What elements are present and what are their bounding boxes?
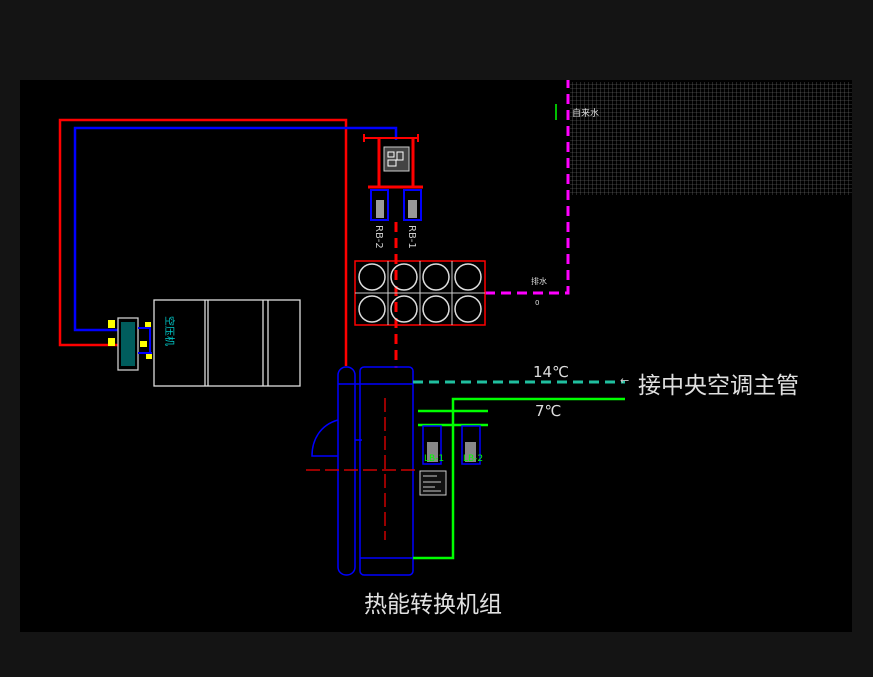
heat-conversion-unit [311, 366, 414, 576]
rb1-label: RB-1 [406, 225, 417, 249]
main-pipe-label: 接中央空调主管 [638, 373, 799, 399]
unit-name-label: 热能转换机组 [364, 592, 502, 618]
pump-manifold-green [418, 409, 488, 427]
tank-cluster [354, 260, 486, 326]
center-line [306, 398, 420, 540]
pump-rb2 [370, 189, 389, 221]
supply-pipe [413, 397, 625, 560]
rb2-label: RB-2 [373, 225, 384, 249]
drain-mark: 0 [535, 299, 539, 307]
hatched-area [570, 82, 852, 195]
hatched-area-label: 自来水 [572, 107, 599, 119]
pumps-lb [422, 425, 481, 465]
lb1-label: LB-1 [424, 454, 444, 464]
pump-manifold [363, 134, 423, 221]
supply-temp-label: 7℃ [535, 402, 561, 420]
pump-rb1 [403, 189, 422, 221]
heat-exchanger [121, 322, 135, 366]
drain-pipe [485, 80, 570, 295]
svg-text:←: ← [620, 374, 629, 387]
return-temp-label: 14℃ [533, 363, 569, 381]
lb2-label: LB-2 [463, 454, 483, 464]
compressor-label: 空压机 [163, 316, 176, 346]
compressor-unit [117, 299, 301, 387]
hot-water-pipe [58, 118, 348, 366]
cold-water-pipe [73, 126, 398, 332]
drain-label: 排水 [531, 276, 547, 286]
compressor-valves [108, 320, 152, 359]
